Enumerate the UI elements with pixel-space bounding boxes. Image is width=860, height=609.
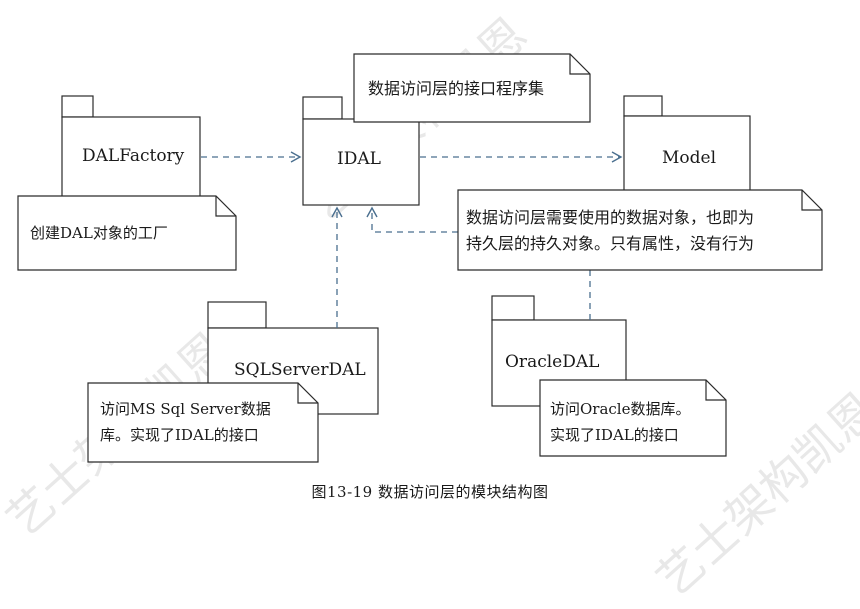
package-model <box>623 95 751 197</box>
note-text-sqlserver: 访问MS Sql Server数据 库。实现了IDAL的接口 <box>100 396 271 448</box>
note-text-model: 数据访问层需要使用的数据对象，也即为 持久层的持久对象。只有属性，没有行为 <box>466 205 754 257</box>
note-line: 创建DAL对象的工厂 <box>30 224 168 242</box>
package-idal <box>302 96 420 206</box>
note-line: 数据访问层需要使用的数据对象，也即为 <box>466 208 755 227</box>
note-sqlserver <box>87 382 319 463</box>
package-dalfactory <box>61 95 201 198</box>
package-label-model: Model <box>662 148 717 168</box>
dependency-arrows <box>201 151 623 328</box>
package-label-sqlserverdal: SQLServerDAL <box>234 360 366 380</box>
note-text-dalfactory: 创建DAL对象的工厂 <box>30 220 168 246</box>
note-oracle <box>539 379 727 457</box>
note-line: 持久层的持久对象。只有属性，没有行为 <box>466 234 755 253</box>
note-line: 数据访问层的接口程序集 <box>368 79 545 98</box>
note-line: 实现了IDAL的接口 <box>550 426 679 444</box>
note-idal <box>353 53 591 123</box>
diagram-canvas: 艺士架构凯恩 艺士架构凯恩 艺士架构凯恩 <box>0 7 860 607</box>
package-label-oracledal: OracleDAL <box>505 352 600 372</box>
figure-caption: 图13-19 数据访问层的模块结构图 <box>311 483 549 501</box>
package-label-dalfactory: DALFactory <box>82 146 185 166</box>
note-dalfactory <box>17 195 237 271</box>
diagram-svg <box>17 53 823 463</box>
note-text-idal: 数据访问层的接口程序集 <box>368 76 544 102</box>
note-text-oracle: 访问Oracle数据库。 实现了IDAL的接口 <box>550 396 691 448</box>
note-model <box>457 189 823 271</box>
arrow-oracle-to-idal <box>366 206 591 320</box>
note-line: 访问Oracle数据库。 <box>550 400 691 418</box>
note-line: 访问MS Sql Server数据 <box>100 400 271 418</box>
note-line: 库。实现了IDAL的接口 <box>100 426 259 444</box>
package-label-idal: IDAL <box>337 149 381 169</box>
